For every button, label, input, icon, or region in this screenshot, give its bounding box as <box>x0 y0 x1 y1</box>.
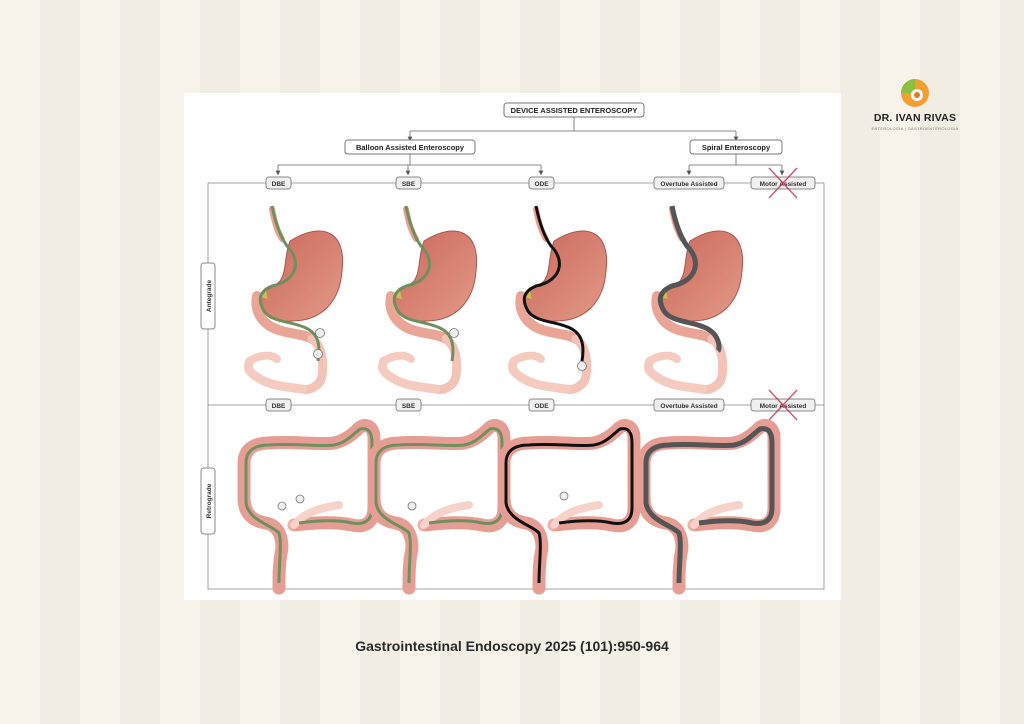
row-box-antegrade <box>200 262 216 330</box>
colon-sbe <box>374 425 504 588</box>
colon-dbe <box>244 425 374 588</box>
brand-logo: DR. IVAN RIVAS ENTEROLOGIA | GASTROENTER… <box>865 75 965 135</box>
colon-ode <box>504 425 634 588</box>
col-motor: Motor Assisted <box>760 181 807 188</box>
stomach-dbe <box>248 206 342 389</box>
logo-tagline: ENTEROLOGIA | GASTROENTEROLOGIA <box>871 126 959 131</box>
column-headers-retrograde: DBE SBE ODE Overtube Assisted Motor Assi… <box>265 389 816 421</box>
row-box-retrograde <box>200 467 216 535</box>
col-overtube-2: Overtube Assisted <box>660 403 717 410</box>
colon-overtube <box>644 425 774 588</box>
spiral-branch-label: Spiral Enteroscopy <box>702 143 771 152</box>
col-motor-2: Motor Assisted <box>760 403 807 410</box>
row-retrograde: Retrograde <box>206 483 213 518</box>
col-sbe: SBE <box>402 181 416 188</box>
logo-name: DR. IVAN RIVAS <box>873 112 957 124</box>
stomach-ode <box>512 206 606 389</box>
figure-caption: Gastrointestinal Endoscopy 2025 (101):95… <box>355 638 669 654</box>
col-overtube: Overtube Assisted <box>660 181 717 188</box>
enteroscopy-figure: DEVICE ASSISTED ENTEROSCOPY Balloon Assi… <box>184 93 841 600</box>
row-antegrade: Antegrade <box>206 280 213 313</box>
root-label: DEVICE ASSISTED ENTEROSCOPY <box>511 106 638 115</box>
cross-mark-icon-2 <box>768 389 798 421</box>
col-ode: ODE <box>534 181 549 188</box>
orange-green-circle-logo-icon <box>901 79 929 107</box>
col-dbe: DBE <box>272 181 286 188</box>
cross-mark-icon <box>768 167 798 199</box>
stomach-overtube <box>648 206 742 389</box>
col-dbe-2: DBE <box>272 403 286 410</box>
col-ode-2: ODE <box>534 403 549 410</box>
col-sbe-2: SBE <box>402 403 416 410</box>
column-headers-antegrade: DBE SBE ODE Overtube Assisted Motor Assi… <box>265 167 816 199</box>
balloon-branch-label: Balloon Assisted Enteroscopy <box>356 143 465 152</box>
stomach-sbe <box>382 206 476 389</box>
